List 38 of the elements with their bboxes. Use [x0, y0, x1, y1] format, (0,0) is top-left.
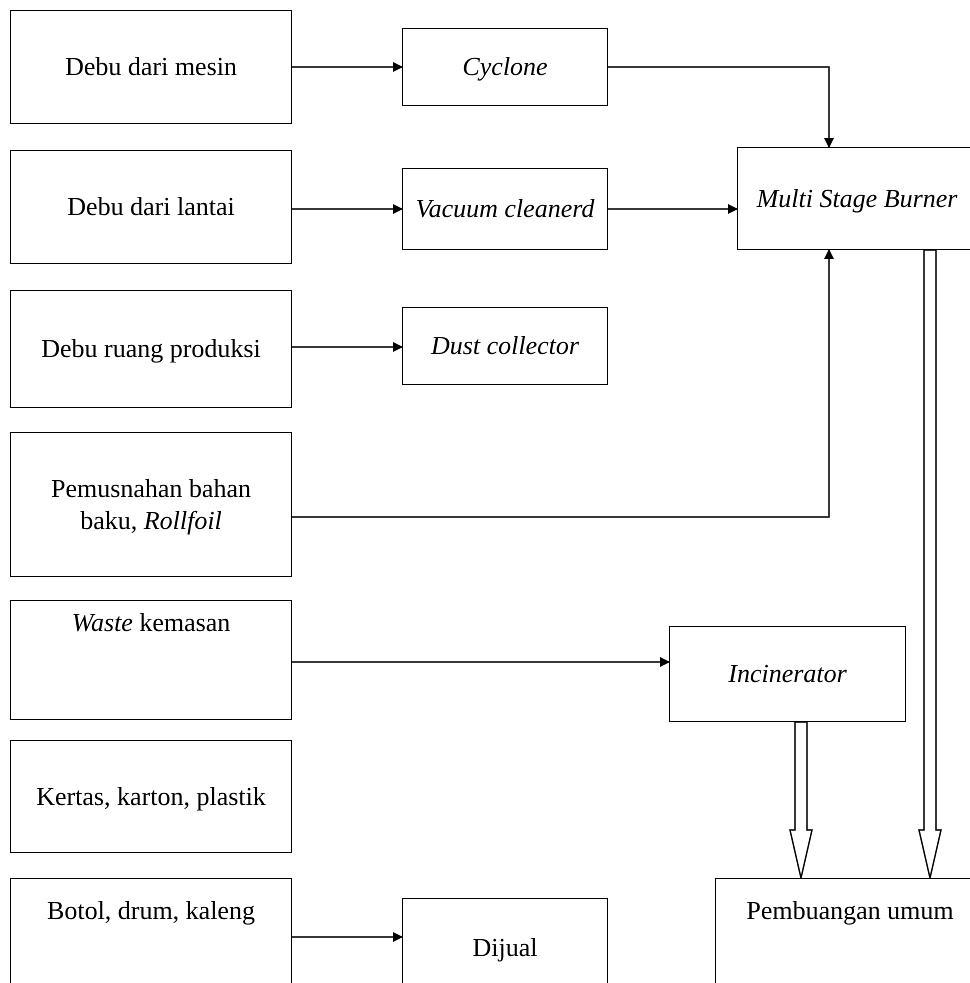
process-box: [10, 432, 292, 577]
arrow: [292, 249, 834, 518]
hollow-arrow: [789, 721, 813, 879]
arrow: [292, 204, 403, 214]
box-label: Dust collector: [430, 330, 580, 362]
hollow-arrow: [918, 249, 942, 879]
box-label: Waste kemasan: [72, 607, 230, 638]
box-label: Pembuangan umum: [746, 895, 954, 926]
process-box: [10, 878, 292, 983]
process-box: [10, 10, 292, 124]
box-label: Pemusnahan bahan baku, Rollfoil: [50, 473, 252, 536]
box-label: Dijual: [472, 932, 538, 964]
box-label: Kertas, karton, plastik: [36, 780, 266, 812]
process-box: [10, 150, 292, 264]
process-box: [402, 168, 608, 250]
arrow: [292, 657, 670, 667]
box-label: Incinerator: [728, 658, 847, 690]
box-label: Multi Stage Burner: [756, 182, 958, 214]
process-box: [10, 740, 292, 853]
box-label: Cyclone: [462, 51, 548, 83]
process-box: [737, 147, 970, 250]
box-label: Botol, drum, kaleng: [47, 895, 255, 926]
arrow: [292, 62, 403, 72]
arrow: [608, 66, 834, 148]
box-label: Debu dari mesin: [65, 51, 237, 83]
process-box: [10, 600, 292, 720]
process-box: [715, 878, 970, 983]
process-box: [10, 290, 292, 408]
box-label: Debu dari lantai: [67, 191, 235, 223]
process-box: [402, 307, 608, 385]
arrow: [292, 342, 403, 352]
arrow: [608, 204, 738, 214]
process-box: [669, 626, 906, 722]
process-box: [402, 898, 608, 983]
process-box: [402, 28, 608, 106]
box-label: Vacuum cleanerd: [416, 193, 594, 225]
arrow: [292, 932, 403, 942]
box-label: Debu ruang produksi: [41, 333, 261, 365]
